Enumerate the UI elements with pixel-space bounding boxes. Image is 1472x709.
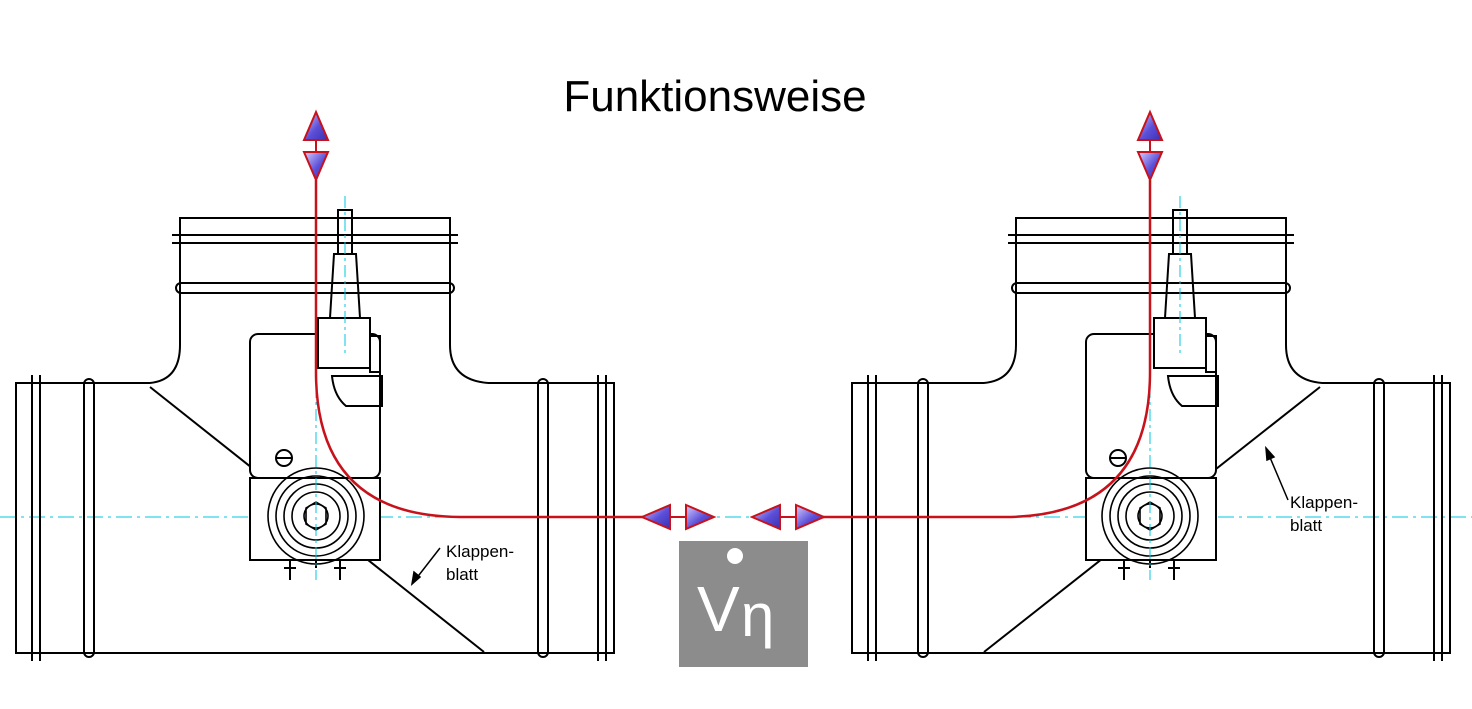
company-logo: V η	[679, 541, 808, 667]
left-label-line1: Klappen-	[446, 542, 514, 561]
right-label-line1: Klappen-	[1290, 493, 1358, 512]
logo-letter-eta: η	[741, 582, 774, 649]
right-label-leader	[1265, 445, 1289, 501]
left-knob	[317, 317, 371, 369]
right-horizontal-arrows	[749, 503, 827, 531]
diagram-title: Funktionsweise	[563, 72, 867, 121]
right-tee-branch	[983, 217, 1323, 384]
left-red-path	[314, 180, 648, 519]
right-label-line2: blatt	[1290, 516, 1322, 535]
left-tee-branch	[149, 217, 489, 384]
left-label-line2: blatt	[446, 565, 478, 584]
logo-letter-v: V	[697, 573, 740, 645]
right-red-path	[822, 180, 1152, 519]
left-label-leader	[410, 547, 441, 586]
right-vertical-arrows	[1136, 109, 1164, 183]
left-vertical-arrows	[302, 109, 330, 183]
left-horizontal-arrows	[639, 503, 717, 531]
